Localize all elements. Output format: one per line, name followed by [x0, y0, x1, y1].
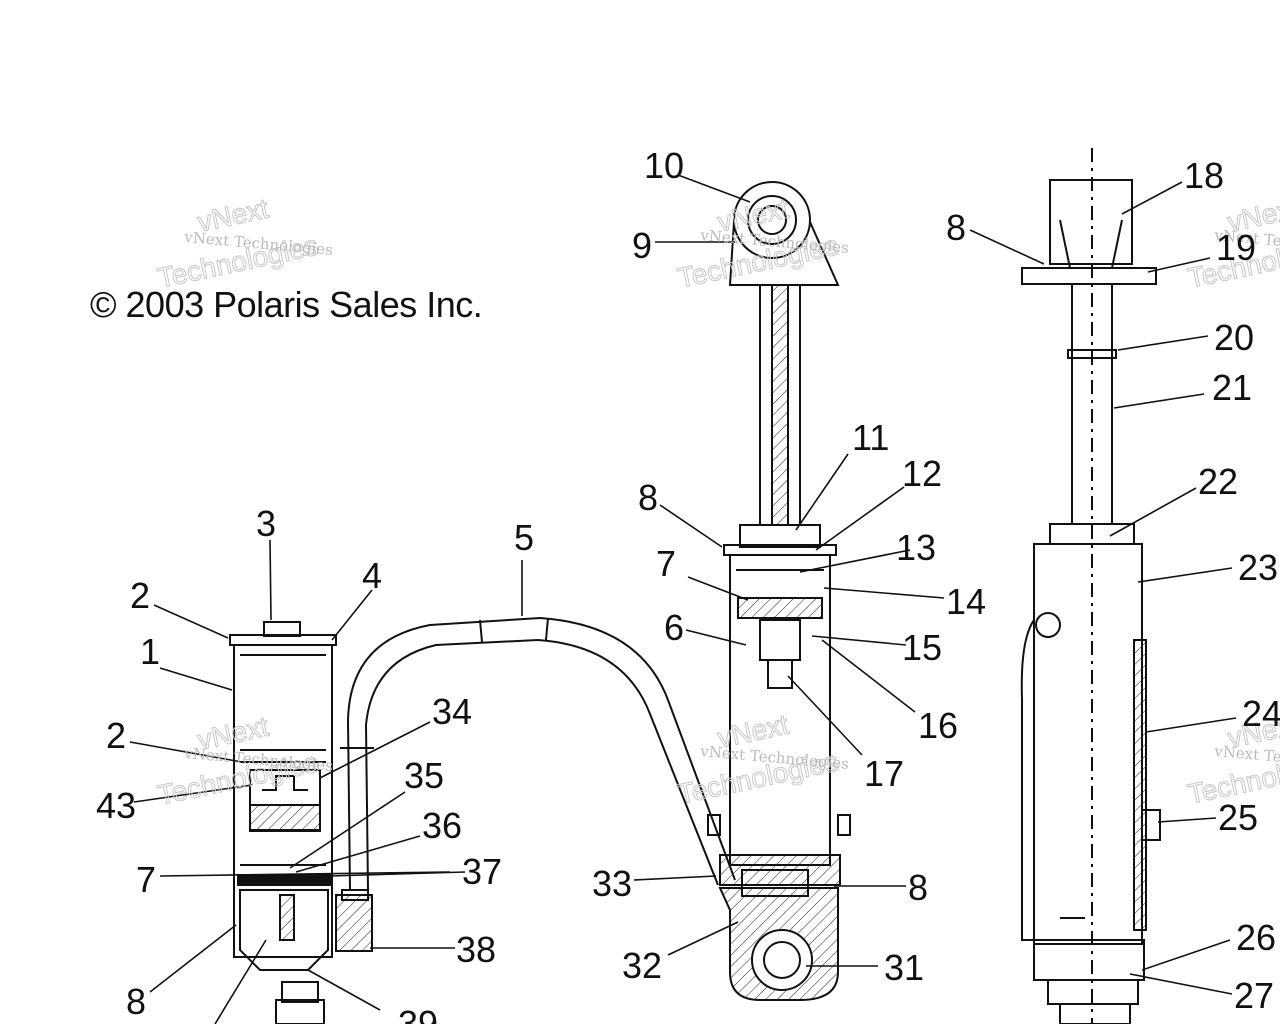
callout-7: 7: [656, 543, 676, 584]
callout-16: 16: [918, 705, 958, 746]
callout-21: 21: [1212, 367, 1252, 408]
reservoir-hose: [340, 616, 736, 891]
callout-17: 17: [864, 753, 904, 794]
drawing-lines: [129, 148, 1237, 1024]
callout-32: 32: [622, 945, 662, 986]
callout-12: 12: [902, 453, 942, 494]
center-shock: [707, 181, 851, 1001]
callout-20: 20: [1214, 317, 1254, 358]
callout-25: 25: [1218, 797, 1258, 838]
callout-27: 27: [1234, 975, 1274, 1016]
callout-36: 36: [422, 805, 462, 846]
callout-10: 10: [644, 145, 684, 186]
callout-37: 37: [462, 851, 502, 892]
callout-2: 2: [106, 715, 126, 756]
callout-38: 38: [456, 929, 496, 970]
callout-35: 35: [404, 755, 444, 796]
leader-lines: [129, 174, 1237, 1024]
callout-34: 34: [432, 691, 472, 732]
copyright-text: © 2003 Polaris Sales Inc.: [90, 284, 483, 325]
callout-26: 26: [1236, 917, 1276, 958]
callout-24: 24: [1242, 693, 1280, 734]
callout-2: 2: [130, 575, 150, 616]
callout-15: 15: [902, 627, 942, 668]
callout-labels: 3 4 2 1 2 43 34 35 36 7 37 38 8 39 5 10 …: [96, 145, 1280, 1024]
callout-4: 4: [362, 555, 382, 596]
right-shock: [1020, 148, 1161, 1024]
callout-22: 22: [1198, 461, 1238, 502]
callout-33: 33: [592, 863, 632, 904]
callout-9: 9: [632, 225, 652, 266]
callout-19: 19: [1216, 227, 1256, 268]
callout-8: 8: [908, 867, 928, 908]
callout-8: 8: [946, 207, 966, 248]
callout-18: 18: [1184, 155, 1224, 196]
callout-11: 11: [852, 417, 889, 458]
callout-14: 14: [946, 581, 986, 622]
callout-3: 3: [256, 503, 276, 544]
callout-43: 43: [96, 785, 136, 826]
callout-6: 6: [664, 607, 684, 648]
callout-23: 23: [1238, 547, 1278, 588]
callout-13: 13: [896, 527, 936, 568]
callout-8: 8: [126, 981, 146, 1022]
reservoir-assembly: [229, 621, 373, 1024]
callout-5: 5: [514, 517, 534, 558]
callout-7: 7: [136, 859, 156, 900]
callout-1: 1: [140, 631, 160, 672]
callout-31: 31: [884, 947, 924, 988]
callout-8: 8: [638, 477, 658, 518]
callout-39: 39: [398, 1003, 438, 1024]
